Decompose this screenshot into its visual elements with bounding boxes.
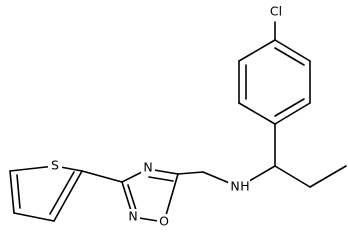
bond-ring-4: [238, 102, 276, 125]
atom-n-amine: N H: [228, 178, 250, 194]
bond-c3-thiophene: [81, 170, 123, 183]
bond-methine-ch2: [274, 165, 311, 188]
atom-label-n3: N: [143, 160, 152, 175]
atom-o1-oxadiazole: O: [157, 214, 171, 230]
bond-ring-1: [274, 39, 311, 62]
bond-ring-3-inner: [274, 98, 305, 117]
bond-th-c5-c4-inner: [16, 174, 21, 209]
bond-ch2-c5: [177, 171, 204, 175]
atom-label-n2: N: [128, 209, 137, 224]
bond-ring-3: [274, 102, 311, 125]
atom-label-h-amine: H: [240, 179, 249, 194]
atom-n3-oxadiazole: N: [141, 160, 155, 176]
bond-c5-n4-inner: [148, 176, 174, 182]
bond-ring-1-inner: [274, 47, 305, 66]
bond-th-c5-c4: [9, 170, 15, 214]
atom-labels: Cl S N H N N O: [48, 4, 286, 230]
bond-c3-n2-inner: [127, 184, 138, 214]
atom-n2-oxadiazole: N: [126, 209, 140, 225]
atom-label-n-amine: N: [230, 179, 239, 194]
bond-th-c4-c3: [13, 212, 55, 222]
atom-label-s: S: [51, 158, 59, 173]
atom-label-cl: Cl: [270, 4, 282, 19]
bond-th-c3-c2-inner: [49, 171, 75, 215]
bond-lines: [9, 21, 347, 223]
bond-th-c3-c2: [53, 170, 83, 222]
bond-th-s-c5: [9, 165, 56, 172]
atom-label-o1: O: [159, 214, 169, 229]
atom-s: S: [48, 158, 62, 174]
atom-cl: Cl: [266, 4, 286, 20]
bond-ring-6: [238, 39, 276, 62]
bond-ch2-ch3: [309, 165, 347, 188]
